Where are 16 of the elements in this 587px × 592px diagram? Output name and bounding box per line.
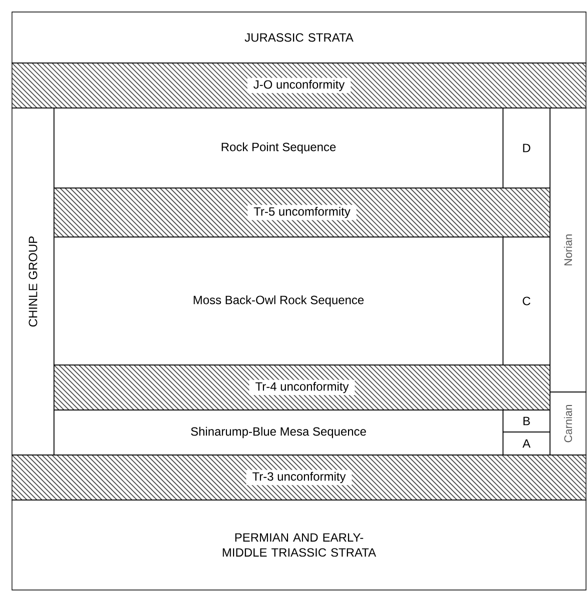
unit-box: B [502,410,550,432]
sequence-box: Moss Back-Owl Rock Sequence [54,236,504,366]
unconformity-band: Tr-5 uncomformity [54,188,550,238]
group-column: CHINLE GROUP [12,108,54,456]
unit-box: D [502,108,550,188]
unit-box: A [502,432,550,456]
unit-box: C [502,236,550,366]
unconformity-band: J-O unconformity [12,62,586,108]
sequence-box: Rock Point Sequence [54,108,504,188]
stage-column: Carnian [550,392,586,456]
strata-box: JURASSIC STRATA [12,12,586,64]
stage-column: Norian [550,108,586,392]
unconformity-band: Tr-4 unconformity [54,364,550,410]
strata-box: PERMIAN AND EARLY-MIDDLE TRIASSIC STRATA [12,500,586,590]
sequence-box: Shinarump-Blue Mesa Sequence [54,410,504,456]
unconformity-band: Tr-3 unconformity [12,454,586,500]
